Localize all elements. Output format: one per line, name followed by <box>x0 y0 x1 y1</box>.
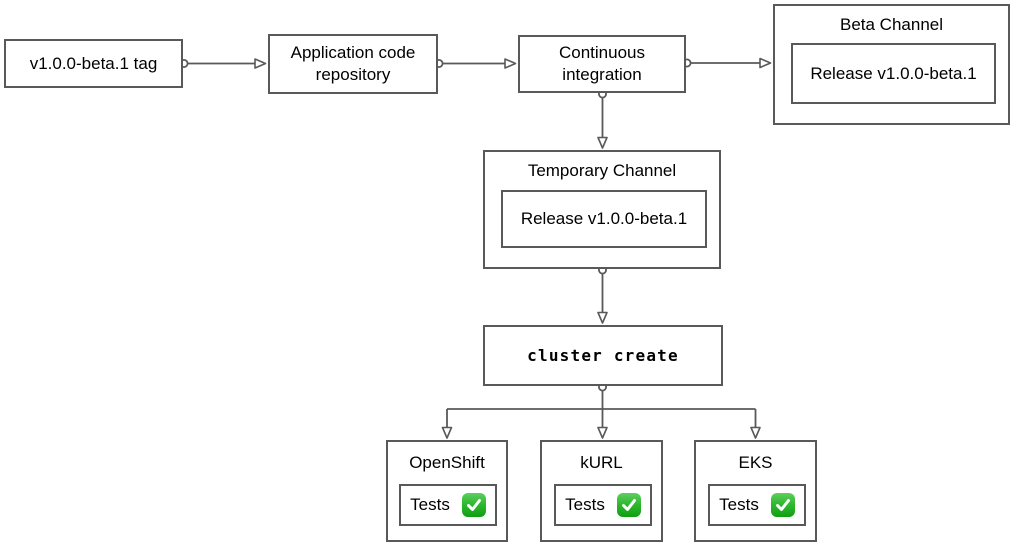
node-beta-channel: Beta Channel Release v1.0.0-beta.1 <box>773 4 1010 125</box>
temporary-channel-title: Temporary Channel <box>527 161 677 180</box>
openshift-tests-box: Tests <box>399 484 497 526</box>
beta-channel-title: Beta Channel <box>839 14 944 34</box>
check-mark-icon <box>616 493 641 517</box>
temporary-channel-release-box: Release v1.0.0-beta.1 <box>501 190 707 248</box>
openshift-tests-label: Tests <box>410 495 450 514</box>
app-code-repository-label: Application code repository <box>290 43 416 84</box>
version-tag-label: v1.0.0-beta.1 tag <box>29 53 158 73</box>
temporary-channel-release-label: Release v1.0.0-beta.1 <box>520 209 688 228</box>
continuous-integration-label: Continuous integration <box>558 43 645 84</box>
node-openshift: OpenShift Tests <box>386 440 508 542</box>
node-eks: EKS Tests <box>694 440 817 542</box>
kurl-tests-label: Tests <box>565 495 605 514</box>
check-mark-icon <box>461 493 486 517</box>
beta-channel-release-box: Release v1.0.0-beta.1 <box>791 43 996 104</box>
eks-tests-box: Tests <box>708 484 806 526</box>
node-temporary-channel: Temporary Channel Release v1.0.0-beta.1 <box>483 150 721 269</box>
node-continuous-integration: Continuous integration <box>518 35 686 93</box>
cluster-create-label: cluster create <box>527 345 679 365</box>
eks-title: EKS <box>738 453 773 472</box>
node-app-code-repository: Application code repository <box>268 34 438 94</box>
node-cluster-create: cluster create <box>483 325 723 386</box>
eks-tests-label: Tests <box>719 495 759 514</box>
check-mark-icon <box>770 493 795 517</box>
kurl-tests-box: Tests <box>554 484 652 526</box>
openshift-title: OpenShift <box>409 453 485 472</box>
node-version-tag: v1.0.0-beta.1 tag <box>4 39 183 88</box>
node-kurl: kURL Tests <box>540 440 663 542</box>
beta-channel-release-label: Release v1.0.0-beta.1 <box>810 63 977 83</box>
kurl-title: kURL <box>580 453 623 472</box>
